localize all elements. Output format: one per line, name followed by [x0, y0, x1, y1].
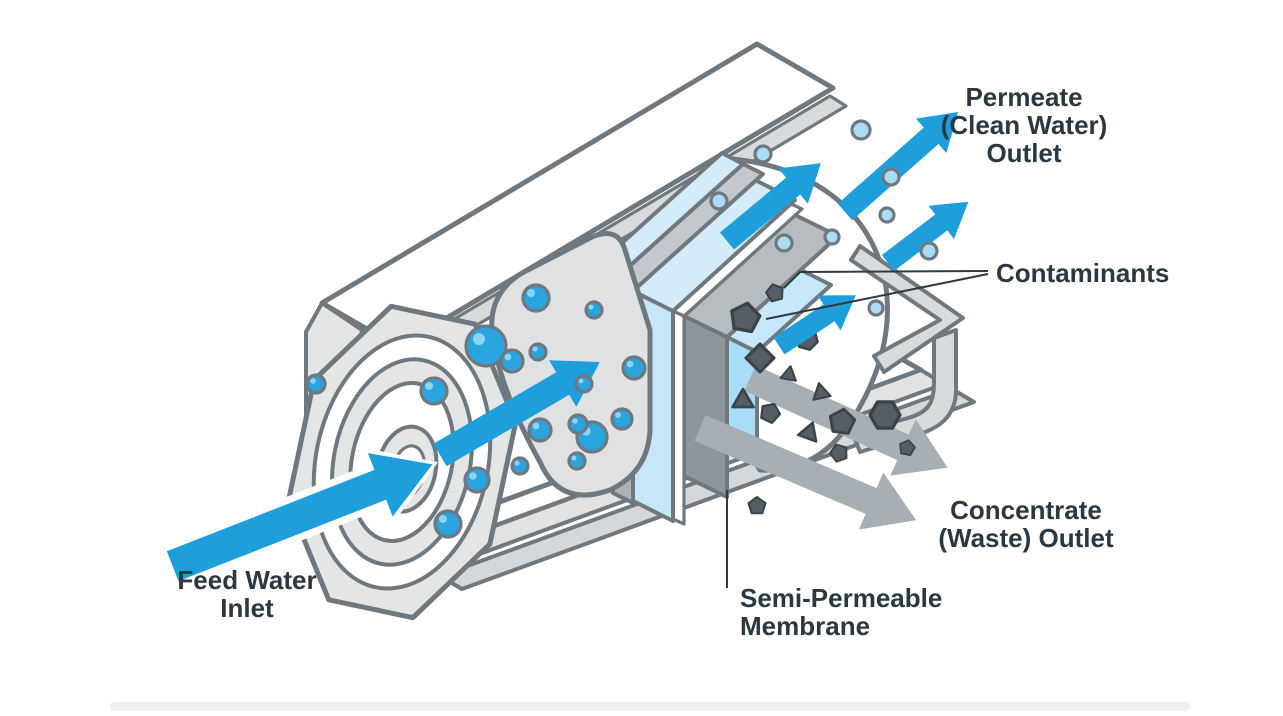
- droplet: [433, 509, 463, 539]
- clean-droplet: [709, 191, 729, 211]
- droplet: [463, 466, 491, 494]
- contaminant-particle: [748, 497, 765, 513]
- clean-droplet: [867, 299, 885, 317]
- permeate-arrow: [773, 295, 856, 355]
- droplet: [499, 348, 525, 374]
- clean-droplet: [919, 241, 939, 261]
- waste-arrow: [694, 415, 917, 530]
- clean-water-droplets: [709, 119, 939, 317]
- label-concentrate-outlet: Concentrate (Waste) Outlet: [898, 496, 1154, 552]
- contaminant-particle: [870, 402, 900, 428]
- label-line: Outlet: [986, 138, 1062, 168]
- label-line: Inlet: [220, 593, 274, 623]
- clean-droplet: [850, 119, 872, 141]
- label-line: Membrane: [740, 611, 871, 641]
- label-line: Concentrate: [950, 495, 1102, 525]
- label-permeate-outlet: Permeate (Clean Water) Outlet: [885, 83, 1163, 167]
- label-line: (Waste) Outlet: [938, 523, 1114, 553]
- permeate-arrows: [719, 111, 969, 355]
- clean-droplet: [774, 233, 794, 253]
- right-end-chevron: [849, 244, 965, 374]
- droplet: [621, 355, 647, 381]
- label-line: (Clean Water): [940, 110, 1108, 140]
- droplet: [610, 407, 634, 431]
- right-end-corner-band: [851, 328, 958, 454]
- label-line: Contaminants: [996, 258, 1170, 288]
- droplet: [527, 417, 553, 443]
- droplet: [584, 300, 604, 320]
- permeate-arrow: [837, 111, 959, 221]
- clean-droplet: [878, 206, 896, 224]
- droplet: [510, 456, 530, 476]
- floor-shadow: [110, 702, 1190, 711]
- droplet: [464, 324, 508, 368]
- internal-flow-arrow: [433, 360, 600, 467]
- permeate-arrow: [719, 163, 821, 250]
- droplet: [419, 376, 449, 406]
- droplet: [567, 451, 587, 471]
- contaminants-leader-upper: [783, 270, 989, 289]
- feed-water-arrow: [159, 446, 439, 590]
- droplet: [305, 373, 327, 395]
- clean-droplet: [753, 144, 773, 164]
- feed-arrow-body: [166, 453, 433, 582]
- clean-droplet: [823, 228, 841, 246]
- droplet: [567, 413, 589, 435]
- droplet: [574, 374, 594, 394]
- leader-lines: [726, 270, 989, 588]
- contaminants-leader-lower: [765, 273, 989, 320]
- permeate-arrow: [881, 201, 969, 271]
- droplet: [528, 342, 548, 362]
- droplet: [521, 283, 551, 313]
- label-feed-water-inlet: Feed Water Inlet: [128, 566, 366, 622]
- label-line: Permeate: [965, 82, 1083, 112]
- feed-water-droplets: [305, 283, 647, 539]
- label-line: Feed Water: [177, 565, 317, 595]
- label-semi-permeable-membrane: Semi-Permeable Membrane: [740, 584, 1010, 640]
- clean-droplet: [881, 167, 901, 187]
- label-contaminants: Contaminants: [996, 259, 1226, 287]
- membrane-slab-face: [682, 314, 729, 499]
- label-line: Semi-Permeable: [740, 583, 943, 613]
- housing-right-end-frame: [849, 244, 965, 454]
